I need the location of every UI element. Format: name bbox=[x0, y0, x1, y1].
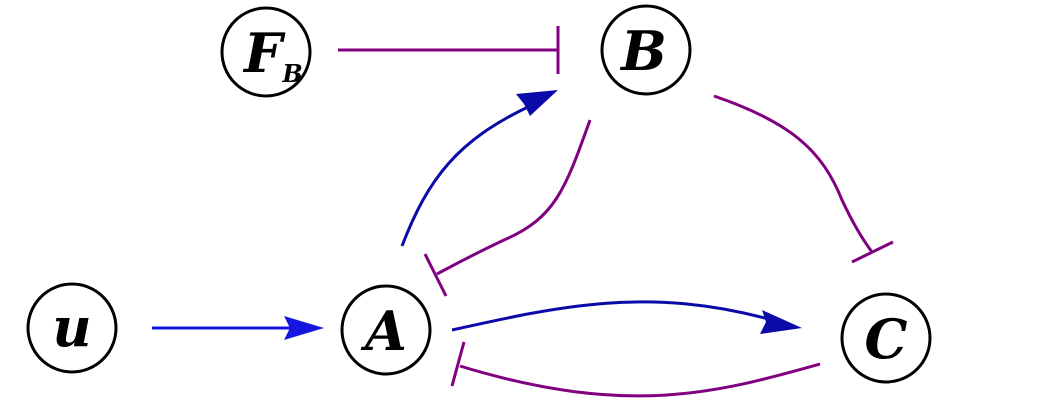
arrowhead-a-b bbox=[516, 90, 558, 116]
node-fb-label-group: FB bbox=[242, 21, 303, 88]
edge-a-to-b bbox=[400, 90, 558, 247]
edge-a-c-line bbox=[451, 300, 773, 332]
node-c-label: C bbox=[865, 307, 908, 371]
node-a: A bbox=[340, 284, 432, 376]
edge-b-c-line bbox=[713, 94, 874, 253]
node-b: B bbox=[600, 4, 692, 96]
node-u: u bbox=[26, 282, 118, 374]
arrowhead-u-a bbox=[284, 316, 324, 340]
inhibition-bar-b-c bbox=[851, 240, 894, 264]
edge-b-to-c bbox=[713, 94, 894, 264]
edge-c-to-a bbox=[450, 341, 821, 398]
arrowhead-a-c bbox=[760, 310, 802, 334]
inhibition-bar-c-a bbox=[450, 341, 466, 387]
node-fb: FB bbox=[220, 6, 312, 98]
node-c: C bbox=[840, 292, 932, 384]
node-b-label: B bbox=[619, 19, 667, 83]
edge-a-b-line bbox=[400, 104, 531, 247]
node-b-circle bbox=[600, 4, 692, 96]
node-a-label: A bbox=[360, 299, 407, 363]
edge-b-a-line bbox=[436, 119, 592, 276]
edge-u-to-a bbox=[152, 316, 324, 340]
node-c-circle bbox=[840, 292, 932, 384]
node-u-circle bbox=[26, 282, 118, 374]
edge-fb-to-b bbox=[338, 26, 560, 74]
edge-a-to-c bbox=[451, 300, 802, 334]
node-a-circle bbox=[340, 284, 432, 376]
node-u-label: u bbox=[52, 295, 91, 359]
inhibition-bar-b-a bbox=[423, 253, 448, 297]
node-fb-subscript: B bbox=[281, 59, 302, 88]
edge-c-a-line bbox=[459, 362, 821, 398]
edge-b-to-a bbox=[423, 119, 592, 297]
node-fb-label: F bbox=[242, 21, 286, 85]
node-fb-circle bbox=[220, 6, 312, 98]
